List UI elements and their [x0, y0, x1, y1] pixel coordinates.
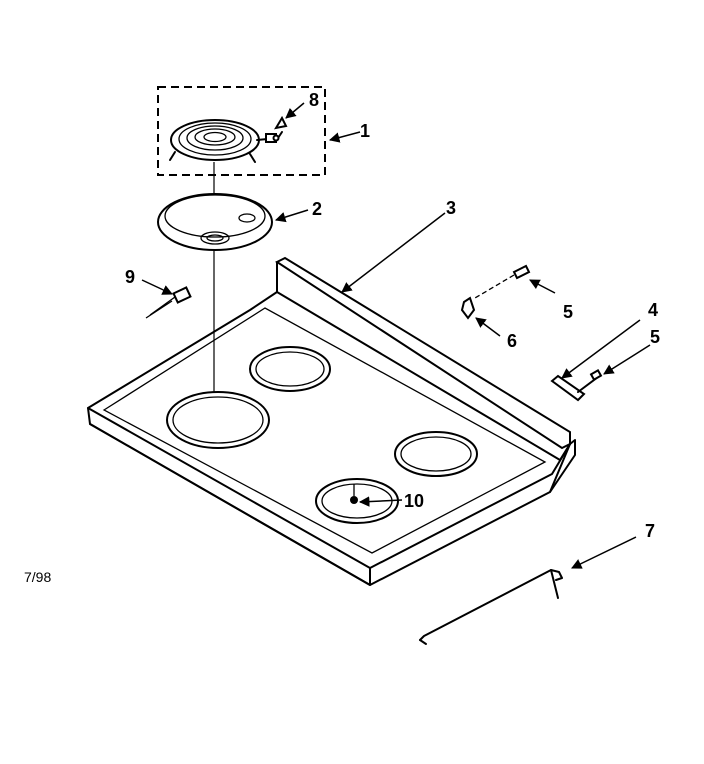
leader-line-3	[341, 212, 446, 293]
clip-icon	[460, 296, 476, 320]
screw-upper-icon	[474, 264, 531, 299]
drip-bowl	[157, 193, 273, 251]
callout-3: 3	[446, 198, 456, 218]
callout-5-lower: 5	[650, 327, 660, 347]
callout-7: 7	[645, 521, 655, 541]
revision-date: 7/98	[24, 569, 51, 585]
leader-line-5a	[529, 279, 556, 294]
mounting-bracket-icon	[550, 369, 603, 402]
cooktop-panel	[87, 256, 576, 586]
surface-element-assembly-box	[157, 86, 326, 176]
leader-line-9	[141, 279, 173, 295]
leader-line-10	[358, 496, 403, 507]
wire-connector-icon	[145, 286, 192, 319]
callout-1: 1	[360, 121, 370, 141]
callout-10: 10	[404, 491, 424, 511]
callout-5-upper: 5	[563, 302, 573, 322]
leader-line-6	[475, 317, 501, 337]
surface-element-coil	[169, 119, 283, 163]
leader-line-2	[274, 209, 309, 223]
callout-9: 9	[125, 267, 135, 287]
terminal-block-icon	[272, 115, 288, 142]
burner-opening-right-rear	[394, 431, 478, 477]
element-screw-icon	[350, 484, 358, 504]
leader-line-5b	[603, 344, 651, 375]
leader-line-8	[285, 102, 305, 119]
callout-2: 2	[312, 199, 322, 219]
leader-line-7	[571, 536, 637, 569]
callout-4: 4	[648, 300, 658, 320]
callout-6: 6	[507, 331, 517, 351]
leader-line-1	[328, 131, 361, 143]
callout-8: 8	[309, 90, 319, 110]
burner-opening-left-front	[166, 391, 270, 449]
leader-line-4	[561, 319, 641, 379]
lift-rod-icon	[419, 569, 563, 645]
burner-opening-left-rear	[249, 346, 331, 392]
